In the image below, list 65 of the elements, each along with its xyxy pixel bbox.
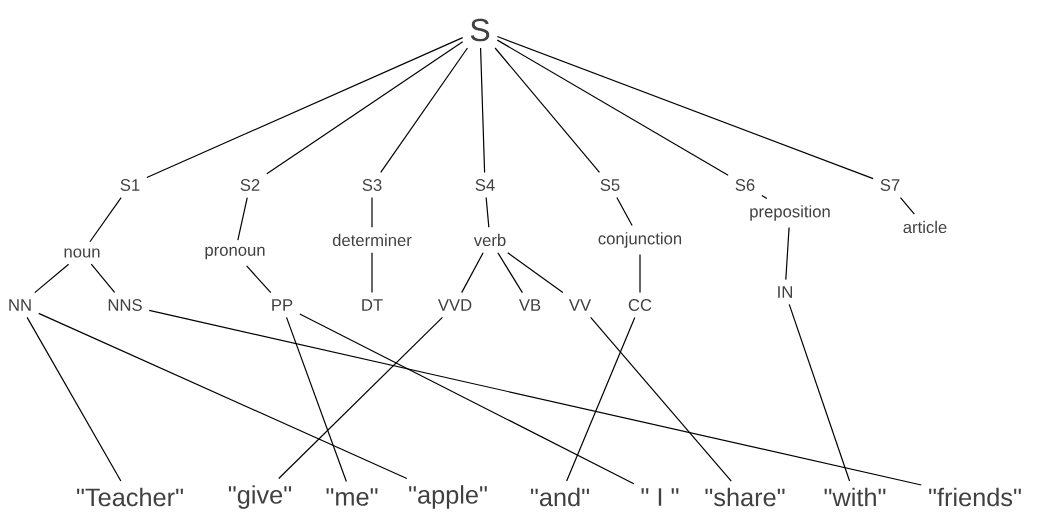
tree-branch-line <box>146 37 464 179</box>
tree-node-label: PP <box>272 299 293 311</box>
tree-branch-line <box>507 252 564 294</box>
tree-branch-line <box>299 313 635 485</box>
tree-branch-line <box>785 226 790 281</box>
tree-branch-line <box>566 316 636 482</box>
tree-node-label: conjunction <box>598 232 682 248</box>
tree-node-label: noun <box>64 248 100 258</box>
tree-node-label: verb <box>473 233 506 247</box>
word-label: "apple" <box>409 485 487 509</box>
tree-branch-line <box>761 194 768 200</box>
word-label: "friends" <box>929 487 1021 507</box>
tree-node-label: preposition <box>750 205 830 221</box>
word-label: " I " <box>641 488 679 506</box>
word-label: "me" <box>326 488 378 506</box>
word-label: "with" <box>824 487 886 507</box>
tree-node-label: S2 <box>240 179 260 191</box>
tree-branch-line <box>496 39 729 176</box>
tree-branch-line <box>89 196 122 243</box>
tree-branch-line <box>461 252 484 294</box>
tree-branch-line <box>237 196 248 241</box>
tree-branch-line <box>590 316 732 482</box>
tree-branch-line <box>285 316 347 483</box>
tree-node-label: pronoun <box>205 246 265 260</box>
tree-node-label: S4 <box>475 179 495 191</box>
tree-branch-line <box>34 263 70 294</box>
tree-branch-line <box>38 312 408 480</box>
tree-node-label: CC <box>628 299 652 311</box>
tree-branch-line <box>899 196 915 215</box>
tree-branch-line <box>278 316 444 480</box>
tree-node-label: determiner <box>332 233 412 247</box>
tree-branch-line <box>380 47 469 174</box>
tree-branch-line <box>497 252 523 294</box>
tree-node-label: S1 <box>120 179 140 191</box>
tree-branch-line <box>788 303 851 482</box>
tree-node-label: VV <box>568 299 592 311</box>
tree-branch-line <box>494 47 601 174</box>
tree-branch-line <box>90 263 116 294</box>
word-label: "Teacher" <box>77 487 183 507</box>
tree-branch-line <box>26 316 122 482</box>
word-label: "give" <box>228 485 292 509</box>
tree-node-label: VVD <box>437 299 472 311</box>
tree-node-label: IN <box>778 286 792 298</box>
tree-node-label: NN <box>9 299 31 311</box>
tree-node-label: S6 <box>735 179 755 191</box>
tree-node-label: VB <box>518 299 541 311</box>
tree-node-label: NNS <box>108 299 142 311</box>
tree-node-label: S5 <box>600 179 620 191</box>
tree-branch-line <box>485 196 490 228</box>
tree-branch-line <box>371 252 373 294</box>
tree-branch-line <box>639 253 641 294</box>
tree-branch-line <box>371 196 373 228</box>
tree-branch-line <box>148 309 922 486</box>
word-label: "share" <box>705 487 785 507</box>
tree-node-label: S <box>470 18 490 42</box>
tree-branch-line <box>480 47 486 174</box>
tree-branch-line <box>246 265 272 294</box>
tree-branch-line <box>496 35 874 180</box>
tree-node-label: article <box>903 220 947 234</box>
tree-node-label: S7 <box>880 179 900 191</box>
tree-node-label: DT <box>362 299 383 311</box>
tree-branch-line <box>266 41 464 175</box>
tree-branch-line <box>616 196 633 227</box>
word-label: "and" <box>530 487 590 507</box>
tree-node-label: S3 <box>362 179 382 191</box>
